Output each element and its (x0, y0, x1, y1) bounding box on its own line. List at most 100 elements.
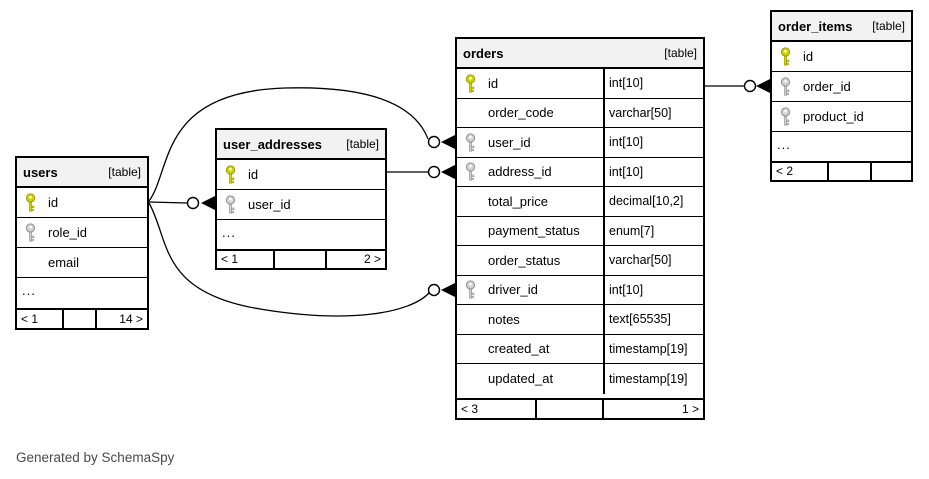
fk-arrowhead-icon (441, 135, 455, 149)
fk-arrowhead-icon (441, 165, 455, 179)
more-columns-row: ... (217, 220, 385, 245)
table-name[interactable]: order_items (778, 18, 853, 34)
column-name: user_id (248, 197, 291, 212)
column-type: int[10] (603, 275, 703, 304)
table-type-badge: [table] (872, 19, 905, 33)
children-count: < 3 (461, 401, 479, 416)
primary-key-icon (24, 193, 37, 212)
table-name[interactable]: users (23, 164, 58, 180)
fk-arrowhead-icon (201, 196, 215, 210)
column-name: driver_id (488, 282, 538, 298)
column-row-id[interactable]: id (772, 42, 911, 72)
foreign-key-icon (779, 77, 792, 96)
table-name[interactable]: user_addresses (223, 136, 323, 152)
table-order-items-header: order_items [table] (772, 12, 911, 42)
column-name: order_status (488, 252, 561, 268)
column-row-user_id[interactable]: user_id (217, 190, 385, 220)
ellipsis-label: ... (222, 225, 236, 240)
column-row-product_id[interactable]: product_id (772, 102, 911, 132)
foreign-key-icon (224, 195, 237, 214)
column-name: id (488, 75, 499, 91)
column-row-order_id[interactable]: order_id (772, 72, 911, 102)
fk-arrowhead-icon (441, 283, 455, 297)
primary-key-icon (464, 74, 477, 93)
no-key-spacer (464, 103, 477, 122)
column-row-id[interactable]: id (17, 188, 147, 218)
foreign-key-icon (779, 107, 792, 126)
column-type: timestamp[19] (603, 334, 703, 363)
column-row-payment_status[interactable]: payment_status enum[7] (457, 216, 703, 246)
column-row-driver_id[interactable]: driver_id int[10] (457, 275, 703, 305)
fk-endpoint-circle (743, 79, 757, 93)
more-columns-row: ... (17, 278, 147, 303)
table-name[interactable]: orders (463, 45, 504, 61)
table-type-badge: [table] (664, 46, 697, 60)
children-count: < 1 (221, 252, 239, 267)
column-name: updated_at (488, 371, 554, 387)
table-user-addresses-header: user_addresses [table] (217, 130, 385, 160)
foreign-key-icon (464, 280, 477, 299)
fk-endpoint-circle (427, 135, 441, 149)
fk-endpoint-circle (427, 283, 441, 297)
column-name: email (48, 255, 80, 270)
column-name: id (48, 195, 59, 210)
primary-key-icon (224, 165, 237, 184)
column-name: order_code (488, 105, 554, 121)
primary-key-icon (779, 47, 792, 66)
more-columns-row: ... (772, 132, 911, 157)
column-name: payment_status (488, 223, 580, 239)
column-type: enum[7] (603, 216, 703, 245)
table-order-items[interactable]: order_items [table] id order_id product_id… (770, 10, 913, 182)
generated-by-note: Generated by SchemaSpy (16, 450, 175, 465)
fk-endpoint-circle (427, 165, 441, 179)
column-row-order_code[interactable]: order_code varchar[50] (457, 98, 703, 128)
column-name: order_id (803, 79, 851, 94)
column-row-id[interactable]: id (217, 160, 385, 190)
foreign-key-icon (24, 223, 37, 242)
column-name: notes (488, 311, 520, 327)
children-count: < 1 (21, 311, 39, 326)
fk-endpoint-circle (186, 196, 200, 210)
no-key-spacer (464, 369, 477, 388)
no-key-spacer (464, 339, 477, 358)
no-key-spacer (24, 253, 37, 272)
column-name: role_id (48, 225, 88, 240)
column-row-total_price[interactable]: total_price decimal[10,2] (457, 187, 703, 217)
table-footer: < 1 14 > (17, 307, 147, 328)
column-row-email[interactable]: email (17, 248, 147, 278)
ellipsis-label: ... (777, 137, 791, 152)
relationship-users-user-addresses (148, 201, 188, 204)
footer-spacer (273, 250, 325, 268)
footer-spacer (535, 399, 602, 418)
parents-count: 14 > (95, 309, 147, 328)
parents-count (870, 162, 911, 180)
column-name: id (248, 167, 259, 182)
column-type: int[10] (603, 128, 703, 157)
column-name: created_at (488, 341, 550, 357)
children-count: < 2 (776, 164, 794, 179)
column-name: total_price (488, 193, 548, 209)
fk-arrowhead-icon (756, 79, 770, 93)
column-row-created_at[interactable]: created_at timestamp[19] (457, 334, 703, 364)
no-key-spacer (464, 310, 477, 329)
column-row-role_id[interactable]: role_id (17, 218, 147, 248)
no-key-spacer (464, 192, 477, 211)
column-type: varchar[50] (603, 98, 703, 127)
column-name: id (803, 49, 814, 64)
foreign-key-icon (464, 162, 477, 181)
column-name: address_id (488, 164, 552, 180)
table-footer: < 2 (772, 160, 911, 180)
column-type: decimal[10,2] (603, 187, 703, 216)
